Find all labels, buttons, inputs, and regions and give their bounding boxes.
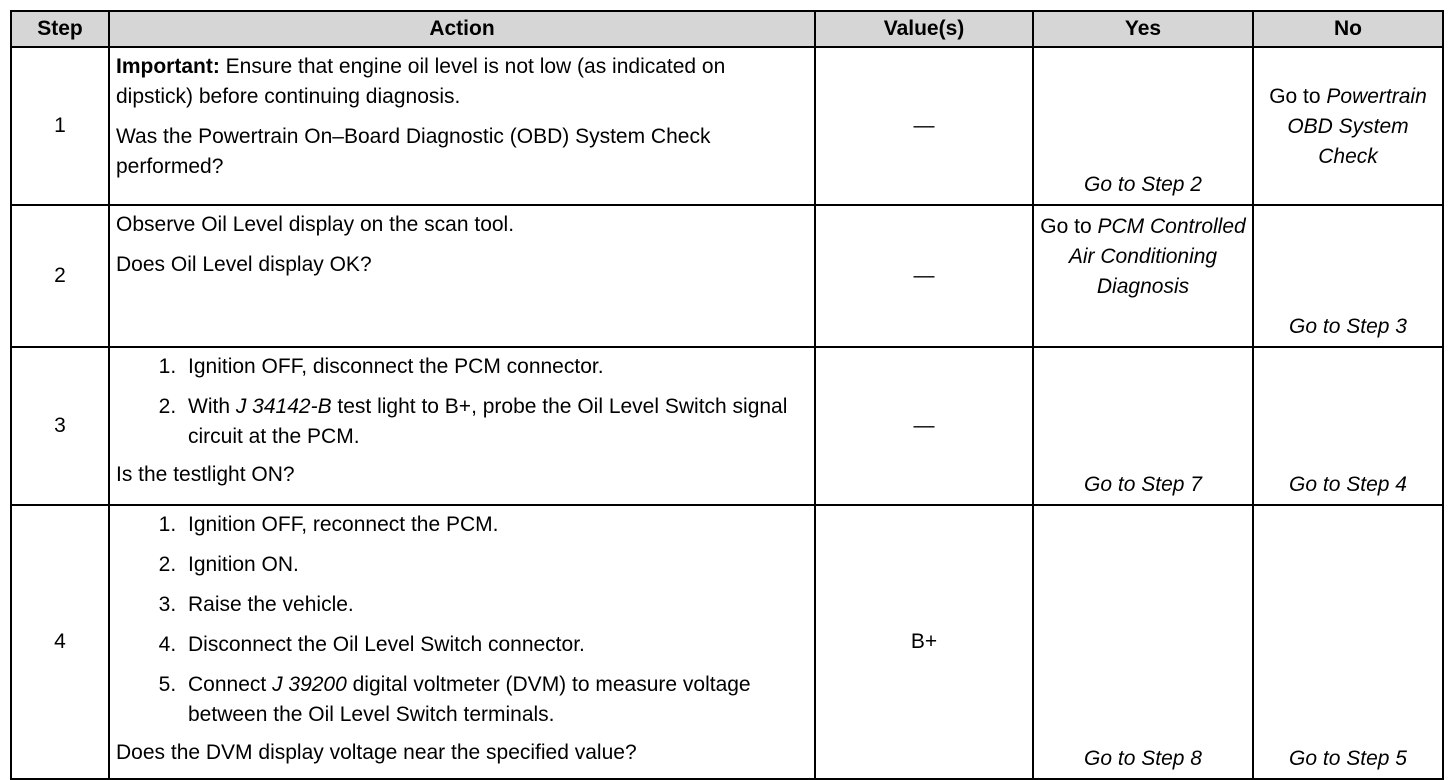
header-row: Step Action Value(s) Yes No: [10, 10, 1444, 48]
action-cell: Ignition OFF, disconnect the PCM connect…: [108, 346, 816, 506]
action-text: digital voltmeter (DVM) to measure volta…: [188, 673, 751, 726]
yes-cell: Go to Step 2: [1032, 46, 1254, 206]
action-item: Disconnect the Oil Level Switch connecto…: [182, 630, 808, 660]
action-instruction: Observe Oil Level display on the scan to…: [116, 213, 515, 236]
no-cell: Go to Step 3: [1252, 204, 1444, 348]
table-row: 2 Observe Oil Level display on the scan …: [10, 204, 1444, 348]
action-item: With J 34142-B test light to B+, probe t…: [182, 392, 808, 452]
question-text: Is the testlight ON?: [116, 463, 295, 486]
yes-cell: Go to PCM Controlled Air Conditioning Di…: [1032, 204, 1254, 348]
important-note: Important: Ensure that engine oil level …: [116, 52, 808, 112]
table-row: 4 Ignition OFF, reconnect the PCM. Ignit…: [10, 504, 1444, 780]
action-cell: Observe Oil Level display on the scan to…: [108, 204, 816, 348]
table-row: 3 Ignition OFF, disconnect the PCM conne…: [10, 346, 1444, 506]
action-cell: Ignition OFF, reconnect the PCM. Ignitio…: [108, 504, 816, 780]
action-item: Raise the vehicle.: [182, 590, 808, 620]
yes-link[interactable]: Go to Step 7: [1084, 473, 1202, 496]
action-list: Ignition OFF, reconnect the PCM. Ignitio…: [116, 510, 808, 730]
action-list: Ignition OFF, disconnect the PCM connect…: [116, 352, 808, 452]
no-cell: Go to Powertrain OBD System Check: [1252, 46, 1444, 206]
action-cell: Important: Ensure that engine oil level …: [108, 46, 816, 206]
step-number: 1: [10, 46, 110, 206]
tool-name: J 39200: [272, 673, 347, 696]
action-text: Connect: [188, 673, 273, 696]
yes-cell: Go to Step 8: [1032, 504, 1254, 780]
header-yes: Yes: [1032, 10, 1254, 48]
question-text: Does the DVM display voltage near the sp…: [116, 741, 637, 764]
yes-prefix: Go to: [1040, 215, 1098, 238]
header-action: Action: [108, 10, 816, 48]
action-text: test light to B+, probe the Oil Level Sw…: [188, 395, 788, 448]
action-item: Ignition OFF, reconnect the PCM.: [182, 510, 808, 540]
step-number: 4: [10, 504, 110, 780]
yes-cell: Go to Step 7: [1032, 346, 1254, 506]
value-cell: B+: [814, 504, 1034, 780]
yes-link[interactable]: Go to Step 2: [1084, 173, 1202, 196]
question-text: Was the Powertrain On–Board Diagnostic (…: [116, 125, 711, 178]
yes-link[interactable]: PCM Controlled Air Conditioning Diagnosi…: [1068, 215, 1246, 298]
yes-link[interactable]: Go to Step 8: [1084, 747, 1202, 770]
no-cell: Go to Step 4: [1252, 346, 1444, 506]
action-item: Ignition ON.: [182, 550, 808, 580]
no-prefix: Go to: [1269, 85, 1327, 108]
table-row: 1 Important: Ensure that engine oil leve…: [10, 46, 1444, 206]
action-item: Ignition OFF, disconnect the PCM connect…: [182, 352, 808, 382]
action-item: Connect J 39200 digital voltmeter (DVM) …: [182, 670, 808, 730]
no-cell: Go to Step 5: [1252, 504, 1444, 780]
header-values: Value(s): [814, 10, 1034, 48]
tool-name: J 34142-B: [235, 395, 332, 418]
no-link[interactable]: Go to Step 3: [1289, 315, 1407, 338]
step-number: 2: [10, 204, 110, 348]
no-link[interactable]: Powertrain OBD System Check: [1287, 85, 1427, 168]
header-no: No: [1252, 10, 1444, 48]
important-label: Important:: [116, 55, 220, 78]
diagnostic-table: Step Action Value(s) Yes No 1 Important:…: [10, 10, 1444, 780]
header-step: Step: [10, 10, 110, 48]
question-text: Does Oil Level display OK?: [116, 253, 372, 276]
no-link[interactable]: Go to Step 4: [1289, 473, 1407, 496]
no-link[interactable]: Go to Step 5: [1289, 747, 1407, 770]
important-text: Ensure that engine oil level is not low …: [116, 55, 726, 108]
value-cell: —: [814, 46, 1034, 206]
value-cell: —: [814, 204, 1034, 348]
value-cell: —: [814, 346, 1034, 506]
action-text: With: [188, 395, 236, 418]
step-number: 3: [10, 346, 110, 506]
